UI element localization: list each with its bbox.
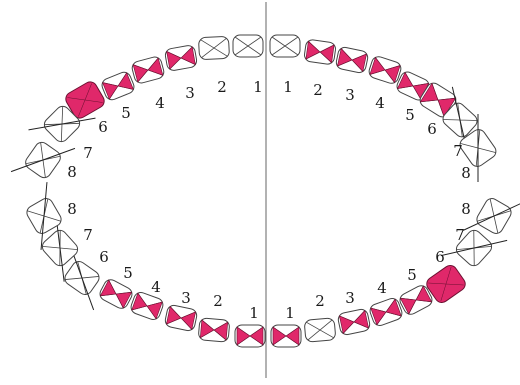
tooth-number-upper-right-5: 5 <box>405 106 415 124</box>
tooth-number-lower-left-7: 7 <box>83 226 93 244</box>
tooth-upper-left-1[interactable] <box>233 35 263 57</box>
tooth-lower-left-2[interactable] <box>198 318 230 343</box>
tooth-number-lower-left-2: 2 <box>213 292 223 310</box>
tooth-upper-right-4[interactable] <box>367 55 402 85</box>
tooth-number-upper-right-1: 1 <box>283 78 293 96</box>
tooth-lower-right-2[interactable] <box>304 318 336 343</box>
tooth-number-lower-right-5: 5 <box>407 266 417 284</box>
tooth-number-lower-left-4: 4 <box>151 278 161 296</box>
tooth-lower-left-3[interactable] <box>164 304 198 332</box>
tooth-number-upper-right-3: 3 <box>345 86 355 104</box>
tooth-number-lower-right-8: 8 <box>461 200 471 218</box>
tooth-number-upper-right-4: 4 <box>375 94 385 112</box>
tooth-number-lower-left-5: 5 <box>123 264 133 282</box>
tooth-number-upper-left-1: 1 <box>253 78 263 96</box>
tooth-lower-right-4[interactable] <box>368 297 404 328</box>
tooth-lower-right-1[interactable] <box>271 325 301 347</box>
tooth-number-upper-right-6: 6 <box>427 120 437 138</box>
tooth-number-lower-left-1: 1 <box>249 304 259 322</box>
tooth-number-lower-right-7: 7 <box>455 226 465 244</box>
tooth-number-upper-right-7: 7 <box>453 142 463 160</box>
tooth-number-upper-right-8: 8 <box>461 164 471 182</box>
tooth-number-upper-left-6: 6 <box>98 118 108 136</box>
tooth-number-lower-right-1: 1 <box>285 304 295 322</box>
tooth-number-lower-right-6: 6 <box>435 248 445 266</box>
tooth-lower-right-3[interactable] <box>337 308 371 336</box>
tooth-number-upper-right-2: 2 <box>313 81 323 99</box>
tooth-upper-right-2[interactable] <box>304 39 337 65</box>
tooth-number-upper-left-8: 8 <box>67 163 77 181</box>
tooth-number-lower-right-4: 4 <box>377 279 387 297</box>
tooth-number-lower-right-2: 2 <box>315 292 325 310</box>
tooth-number-upper-left-3: 3 <box>185 84 195 102</box>
tooth-number-upper-left-2: 2 <box>217 78 227 96</box>
tooth-number-upper-left-7: 7 <box>83 144 93 162</box>
tooth-upper-left-3[interactable] <box>164 45 197 72</box>
tooth-upper-right-1[interactable] <box>270 35 300 57</box>
tooth-number-upper-left-5: 5 <box>121 104 131 122</box>
tooth-upper-left-4[interactable] <box>131 55 166 84</box>
tooth-lower-left-1[interactable] <box>235 325 265 347</box>
tooth-number-lower-left-8: 8 <box>67 200 77 218</box>
tooth-lower-left-5[interactable] <box>98 277 135 311</box>
tooth-upper-left-5[interactable] <box>100 70 136 102</box>
tooth-upper-right-3[interactable] <box>335 46 369 74</box>
tooth-number-upper-left-4: 4 <box>155 94 165 112</box>
tooth-upper-left-2[interactable] <box>198 36 229 60</box>
tooth-number-lower-right-3: 3 <box>345 289 355 307</box>
tooth-number-lower-left-3: 3 <box>181 289 191 307</box>
tooth-number-lower-left-6: 6 <box>99 248 109 266</box>
